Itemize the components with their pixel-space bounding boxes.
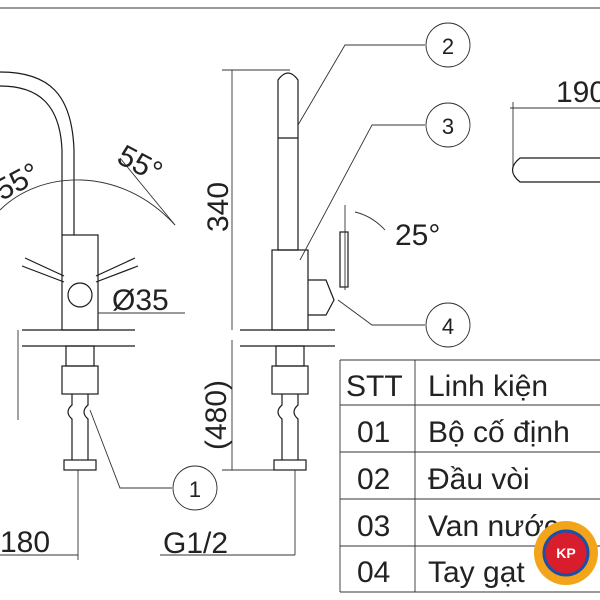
table-cell-part: Tay gạt <box>428 556 525 589</box>
callout-4: 4 <box>425 302 471 348</box>
table-cell-stt: 04 <box>357 556 390 589</box>
handle-right-2 <box>95 265 139 283</box>
table-header-part: Linh kiện <box>428 370 548 403</box>
parts-table: STT Linh kiện 01 Bộ cố định 02 Đầu vòi 0… <box>339 359 600 593</box>
thread-label: G1/2 <box>163 527 228 560</box>
arc-leader <box>119 157 176 226</box>
under-counter-label: (480) <box>200 380 233 450</box>
callout-1: 1 <box>172 465 218 511</box>
callout-4-label: 4 <box>442 314 454 339</box>
spout-outer <box>0 71 75 235</box>
table-cell-part: Đầu vòi <box>428 463 530 496</box>
hex-side <box>271 365 309 395</box>
body-side <box>271 249 309 331</box>
spout-side <box>277 72 299 251</box>
angle-arc <box>354 211 386 231</box>
handle-left-2 <box>21 265 65 283</box>
hose-end <box>63 459 97 471</box>
leader-4 <box>337 299 425 326</box>
front-view <box>0 71 185 560</box>
logo-inner <box>542 529 590 577</box>
angle-left-label: 55° <box>0 157 45 207</box>
table-cell-stt: 03 <box>357 510 390 543</box>
lever-side <box>339 231 349 288</box>
table-cell-part: Van nước <box>428 510 559 543</box>
leader-3 <box>299 124 425 261</box>
callout-2-label: 2 <box>442 34 454 59</box>
swivel-arc <box>0 179 176 226</box>
leader-1 <box>89 409 172 489</box>
diameter-label: Ø35 <box>112 284 169 317</box>
angle-right-label: 55° <box>112 139 168 189</box>
leader-2 <box>297 44 425 126</box>
reach-label: 190 <box>556 76 600 109</box>
cartridge-side <box>308 279 335 316</box>
side-view <box>89 44 425 556</box>
handle-right <box>95 257 136 277</box>
body-knob <box>67 282 93 308</box>
hose-end-side <box>273 459 307 471</box>
spout-top-view <box>510 102 600 183</box>
brand-logo: KP <box>534 521 598 585</box>
spout-plan <box>511 157 600 183</box>
callout-1-label: 1 <box>189 477 201 502</box>
nut-side <box>275 345 305 367</box>
handle-angle-label: 25° <box>395 219 440 252</box>
hex-nut <box>61 365 99 395</box>
left-dim-label: 180 <box>0 526 50 559</box>
hose-left <box>67 394 73 460</box>
table-cell-stt: 01 <box>357 416 390 449</box>
height-label: 340 <box>202 182 235 232</box>
fixing-nut <box>65 345 95 367</box>
handle-left <box>24 257 65 277</box>
table-cell-stt: 02 <box>357 463 390 496</box>
table-header-stt: STT <box>346 370 403 403</box>
logo-text: KP <box>556 545 575 561</box>
callout-3-label: 3 <box>442 114 454 139</box>
hose-side-b <box>293 394 299 460</box>
hose-side-a <box>277 394 283 460</box>
spout-inner <box>0 85 63 235</box>
callout-3: 3 <box>425 102 471 148</box>
callout-2: 2 <box>425 22 471 68</box>
table-cell-part: Bộ cố định <box>428 416 570 449</box>
hose-right <box>83 394 89 460</box>
